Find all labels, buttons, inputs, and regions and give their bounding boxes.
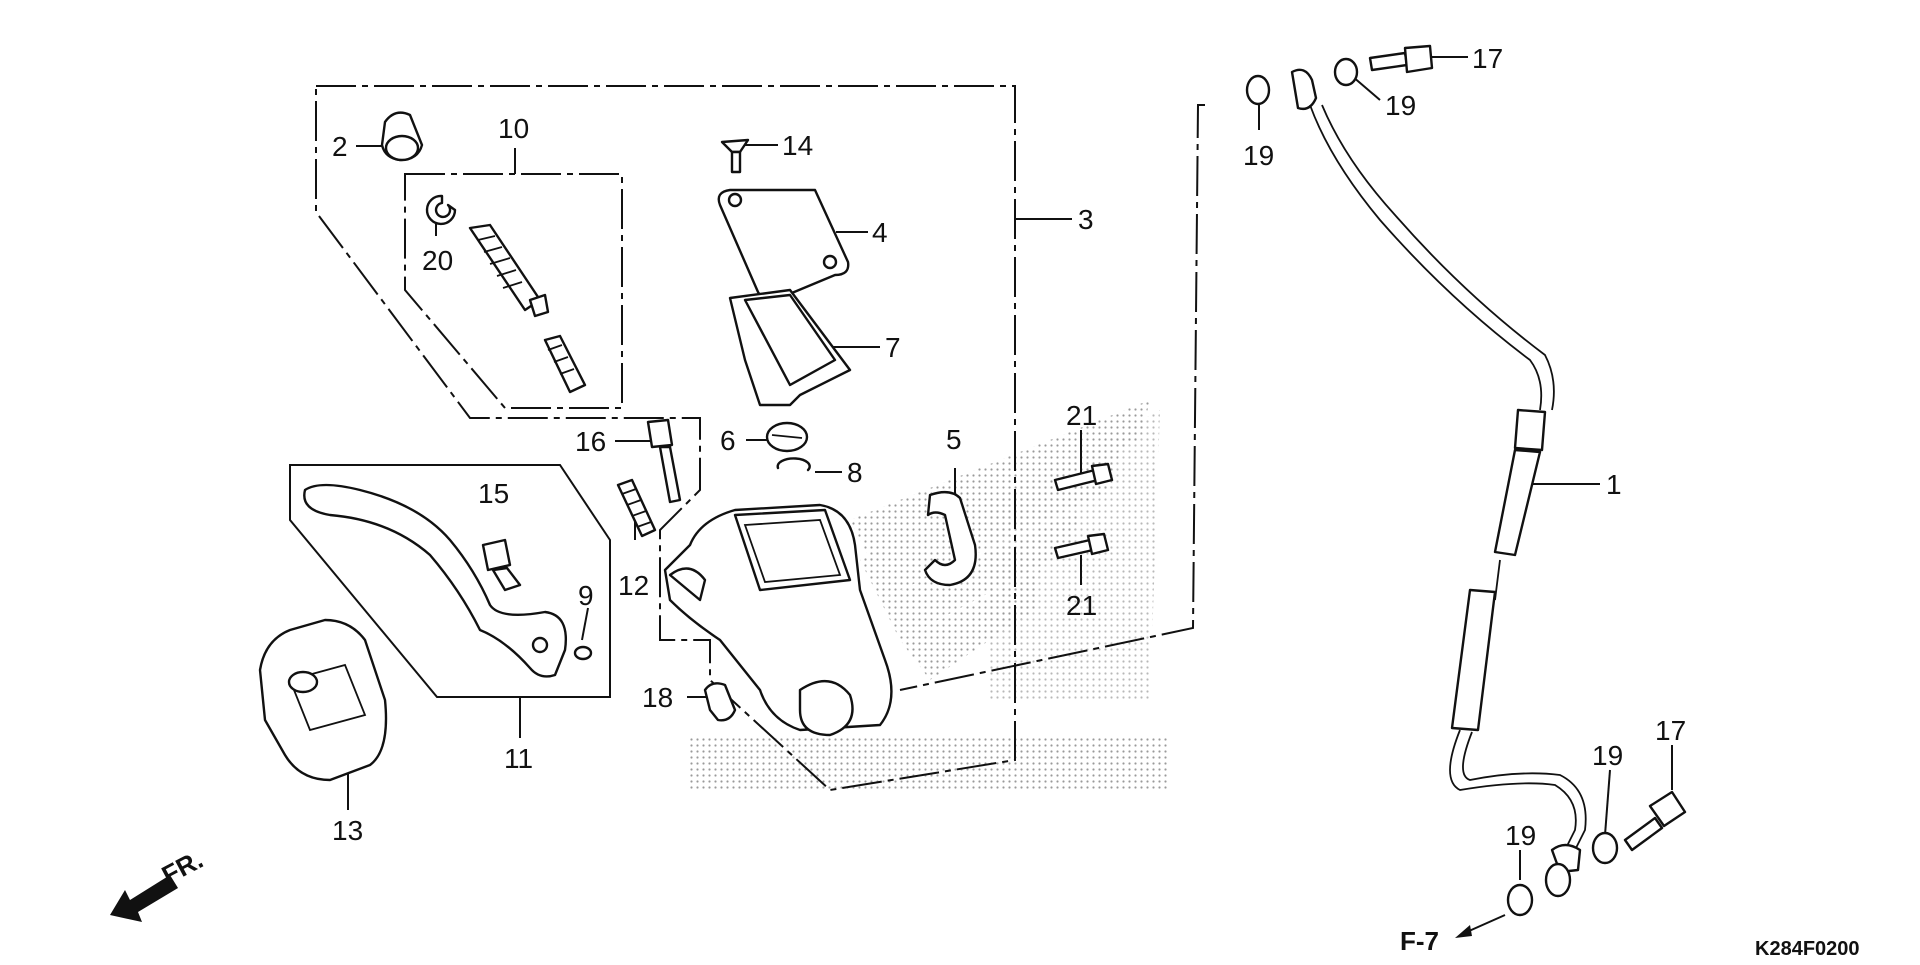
brake-hose-part-1 (1290, 68, 1587, 898)
callout-11: 11 (504, 743, 533, 774)
screw-part-14 (720, 138, 750, 174)
master-cylinder-body (663, 503, 893, 737)
callout-13: 13 (332, 815, 363, 846)
assembly-outlines (289, 85, 1205, 792)
callout-2: 2 (332, 131, 348, 162)
callout-15: 15 (478, 478, 509, 509)
callout-labels: 1 2 3 4 5 6 7 8 9 10 11 12 13 14 15 16 1… (332, 43, 1686, 851)
bolt-part-21-upper (1053, 462, 1114, 492)
callout-5: 5 (946, 424, 962, 455)
callout-17-lower: 17 (1655, 715, 1686, 746)
bolt-part-21-lower (1053, 532, 1110, 560)
circlip-part-8 (776, 457, 811, 472)
callout-6: 6 (720, 425, 736, 456)
callout-18: 18 (642, 682, 673, 713)
callout-1: 1 (1606, 469, 1622, 500)
banjo-bolt-part-17-upper (1368, 44, 1434, 74)
callout-8: 8 (847, 457, 863, 488)
callout-20: 20 (422, 245, 453, 276)
front-direction-arrow-icon (110, 875, 178, 922)
callout-21-upper: 21 (1066, 400, 1097, 431)
leader-lines (347, 56, 1673, 880)
plate-part-6 (765, 421, 809, 453)
callout-4: 4 (872, 217, 888, 248)
callout-16: 16 (575, 426, 606, 457)
callout-14: 14 (782, 130, 813, 161)
diaphragm-part-7 (728, 288, 852, 407)
clamp-part-5 (923, 490, 977, 587)
bolt-part-16 (646, 418, 682, 504)
callout-3: 3 (1078, 204, 1094, 235)
callout-10: 10 (498, 113, 529, 144)
nut-part-9 (573, 645, 593, 661)
banjo-bolt-part-17-lower (1623, 790, 1687, 852)
boot-part-13 (258, 618, 388, 782)
reference-arrow-icon (1455, 914, 1506, 938)
pivot-bolt-part-15 (481, 538, 522, 592)
callout-7: 7 (885, 332, 901, 363)
callout-19-top-right: 19 (1385, 90, 1416, 121)
reference-label: F-7 (1400, 926, 1439, 956)
washers-part-19 (1245, 57, 1619, 917)
reservoir-cap-part-4 (717, 188, 850, 302)
callout-21-lower: 21 (1066, 590, 1097, 621)
plug-part-2 (380, 111, 424, 162)
callout-19-top-left: 19 (1243, 140, 1274, 171)
drawing-code: K284F0200 (1755, 938, 1860, 960)
spring-part-12 (616, 478, 657, 538)
callout-12: 12 (618, 570, 649, 601)
cap-part-18 (703, 682, 737, 722)
lever-part-11 (303, 483, 567, 678)
callout-19-bottom-left: 19 (1505, 820, 1536, 851)
callout-17-upper: 17 (1472, 43, 1503, 74)
piston-set-part-10 (425, 194, 587, 394)
callout-9: 9 (578, 580, 594, 611)
callout-19-bottom-right: 19 (1592, 740, 1623, 771)
